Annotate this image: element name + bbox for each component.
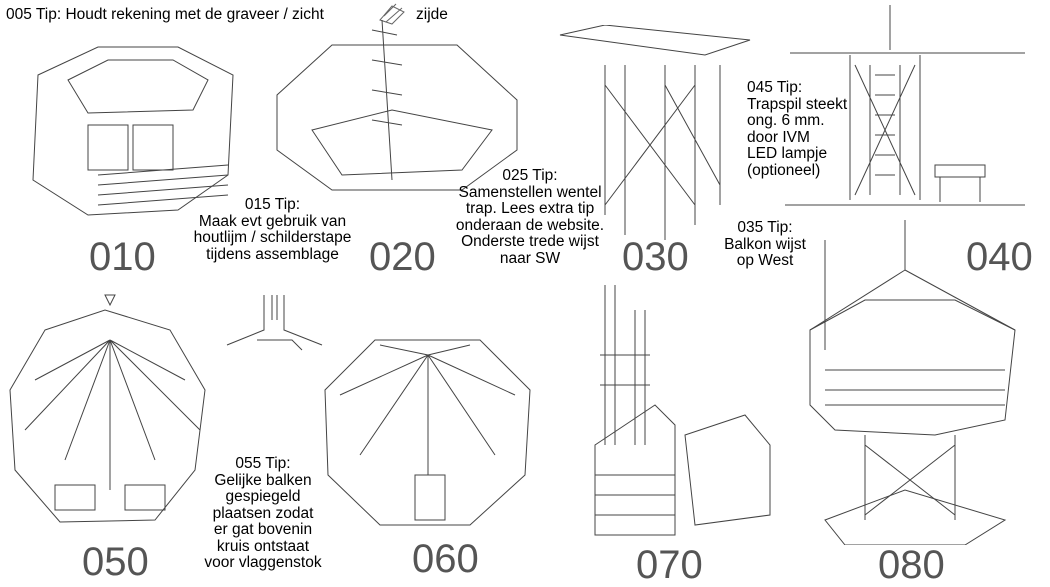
step-number-050: 050 xyxy=(82,540,149,584)
step-number-070: 070 xyxy=(636,543,703,587)
drawing-010-base-walls xyxy=(32,46,234,216)
tip-015: 015 Tip: Maak evt gebruik van houtlijm /… xyxy=(193,196,352,263)
drawing-050-roof-beams xyxy=(9,294,206,523)
step-number-020: 020 xyxy=(369,235,436,279)
tip-055: 055 Tip: Gelijke balken gespiegeld plaat… xyxy=(204,455,322,571)
drawing-080-completed-tower xyxy=(809,220,1016,545)
step-number-080: 080 xyxy=(878,543,945,587)
step-number-060: 060 xyxy=(412,537,479,581)
tip-045: 045 Tip: Trapspil steekt ong. 6 mm. door… xyxy=(747,79,848,179)
drawing-070-balcony xyxy=(594,285,771,536)
step-number-010: 010 xyxy=(89,235,156,279)
drawing-020-floor-and-stair xyxy=(276,20,518,191)
step-number-030: 030 xyxy=(622,235,689,279)
tip-025: 025 Tip: Samenstellen wentel trap. Lees … xyxy=(455,167,605,267)
drawing-030-tower-frame xyxy=(559,25,751,240)
drawing-060-roof-panels xyxy=(324,339,531,526)
step-number-040: 040 xyxy=(966,235,1033,279)
tip-035: 035 Tip: Balkon wijst op West xyxy=(724,219,806,269)
drawing-040-tower-side-view xyxy=(785,5,1025,206)
header-tip: 005 Tip: Houdt rekening met de graveer /… xyxy=(6,3,448,25)
engraved-plank-icon xyxy=(379,3,405,25)
drawing-055-beam-detail xyxy=(226,295,323,351)
